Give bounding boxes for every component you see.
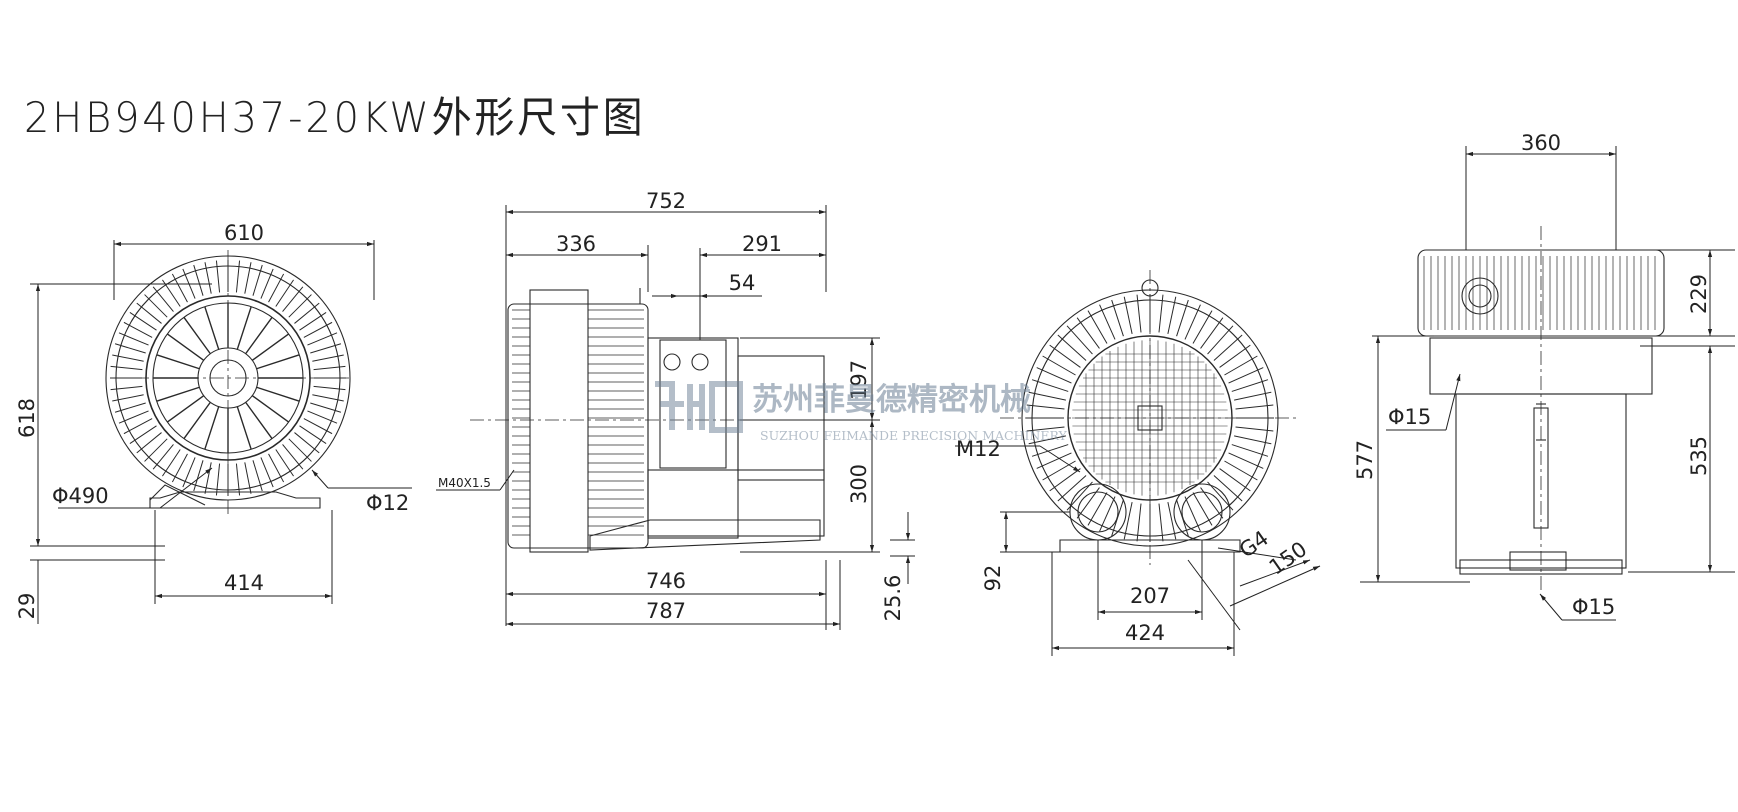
dim-25-6: 25.6 (881, 575, 905, 622)
dim-746: 746 (646, 569, 686, 593)
dim-m12: M12 (956, 437, 1001, 461)
top-port (1461, 277, 1499, 315)
side-cooling-fins (512, 309, 644, 536)
dim-535: 535 (1687, 436, 1711, 476)
dim-197: 197 (847, 360, 871, 400)
rear-dimensions (955, 445, 1321, 656)
watermark-company-en: SUZHOU FEIMANDE PRECISION MACHINERY (760, 428, 1067, 443)
top-terminal (1509, 551, 1567, 571)
side-motor-box (647, 337, 739, 539)
side-blower-body (507, 303, 649, 549)
dim-phi12: Φ12 (366, 491, 409, 515)
top-cooling-fins (1423, 256, 1656, 330)
dim-29: 29 (15, 593, 39, 620)
dim-752: 752 (646, 189, 686, 213)
dim-291: 291 (742, 232, 782, 256)
dim-360: 360 (1521, 131, 1561, 155)
dim-787: 787 (646, 599, 686, 623)
front-view (105, 250, 351, 515)
dim-610: 610 (224, 221, 264, 245)
cable-gland-label: M40X1.5 (438, 476, 491, 490)
top-dimensions (1360, 146, 1735, 621)
front-foot (149, 491, 321, 509)
page-title: 2HB940H37-20KW外形尺寸图 (24, 93, 646, 142)
dim-phi15-upper: Φ15 (1388, 405, 1431, 429)
front-dimensions (30, 240, 412, 624)
watermark-logo-icon (655, 381, 743, 433)
dim-phi15-lower: Φ15 (1572, 595, 1615, 619)
dim-92: 92 (981, 565, 1005, 592)
dim-300: 300 (847, 464, 871, 504)
dim-phi490: Φ490 (52, 484, 109, 508)
watermark: 苏州菲曼德精密机械 SUZHOU FEIMANDE PRECISION MACH… (655, 381, 1067, 443)
side-dimensions (436, 205, 915, 630)
dim-424: 424 (1125, 621, 1165, 645)
dim-577: 577 (1353, 440, 1377, 480)
rear-view (1000, 270, 1300, 565)
dim-336: 336 (556, 232, 596, 256)
dim-207: 207 (1130, 584, 1170, 608)
side-motor-end (737, 355, 825, 481)
side-view (470, 288, 880, 553)
dim-414: 414 (224, 571, 264, 595)
dim-54: 54 (729, 271, 756, 295)
dim-618: 618 (15, 398, 39, 438)
top-view (1417, 226, 1665, 590)
dim-229: 229 (1687, 274, 1711, 314)
watermark-company: 苏州菲曼德精密机械 (752, 382, 1031, 418)
